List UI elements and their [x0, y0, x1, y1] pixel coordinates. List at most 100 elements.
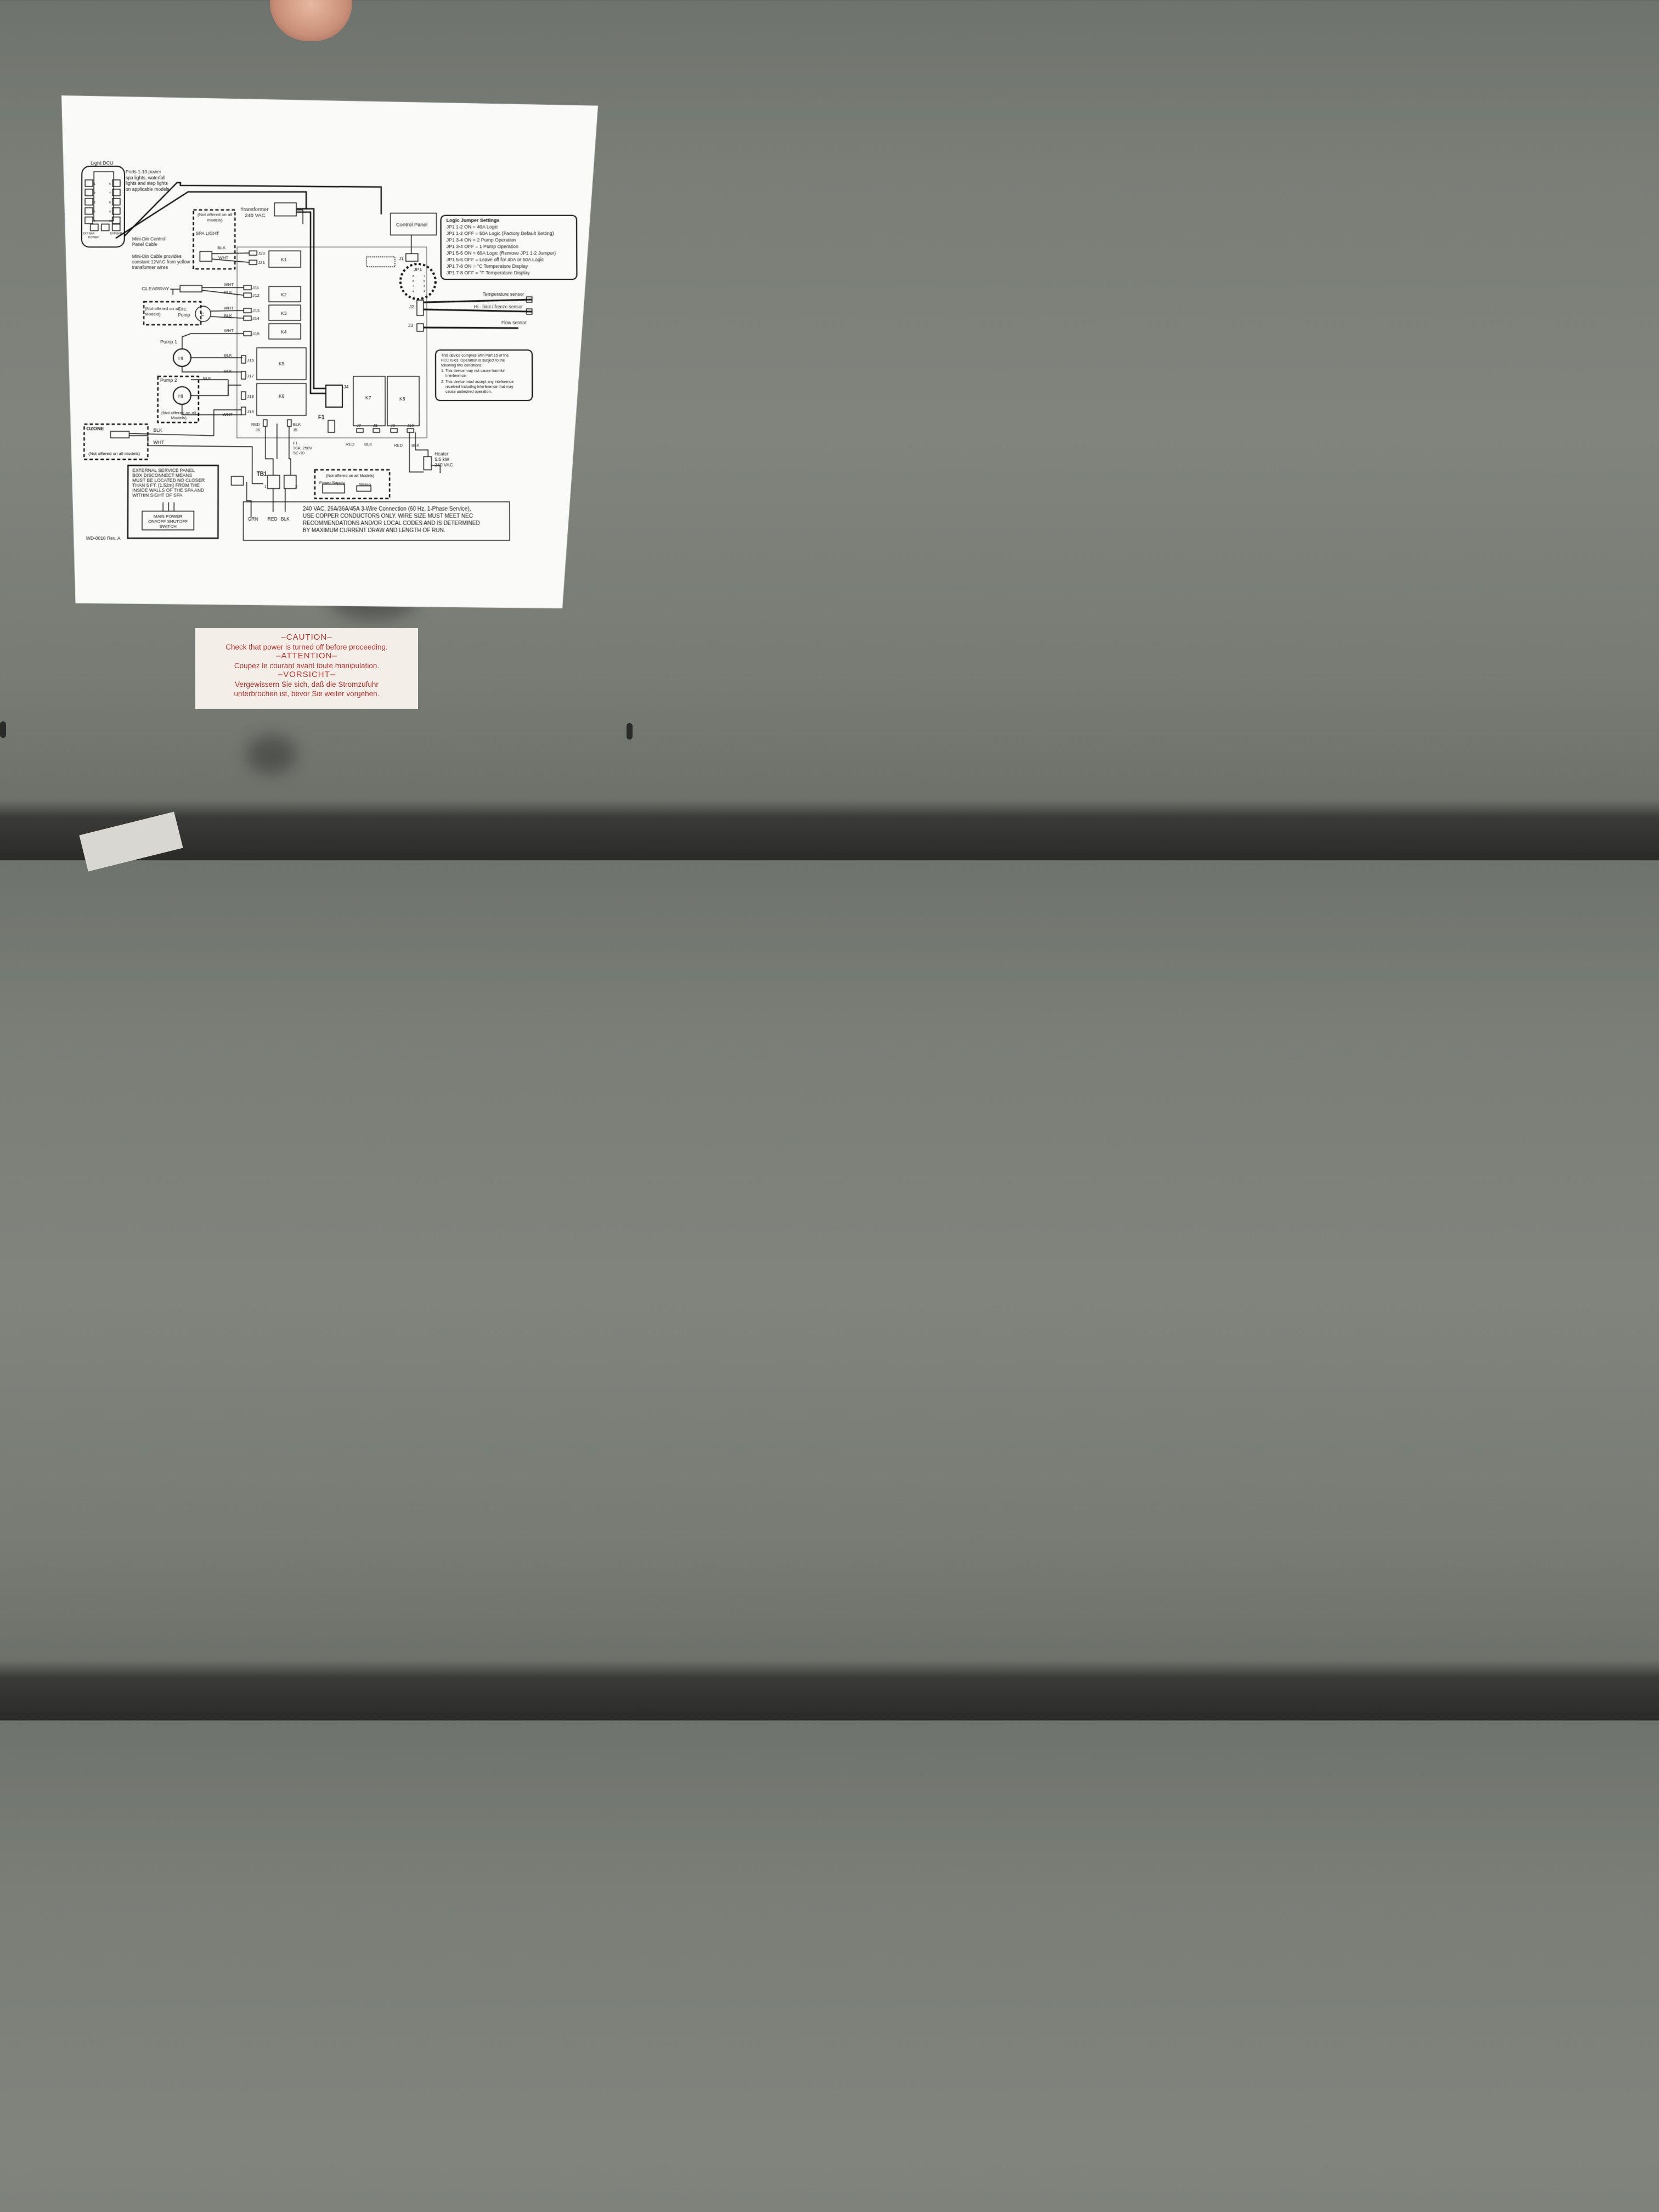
jack-label: J16 — [247, 358, 254, 363]
logic-jumper-title: Logic Jumper Settings — [447, 218, 500, 223]
jack-label: J12 — [252, 293, 259, 298]
jp1-pin: 3 — [424, 285, 426, 288]
j1-label: J1 — [399, 256, 404, 261]
jack-label: J20 — [258, 251, 265, 256]
j9-label: J9 — [391, 423, 395, 428]
power-port: POWER — [88, 236, 99, 239]
jack-label: J19 — [247, 409, 254, 414]
tb1-terminal: 1 — [264, 484, 267, 489]
jp1-pin: 5 — [424, 280, 426, 283]
wire-label: WHT — [224, 306, 234, 311]
rivet-left — [0, 721, 6, 738]
wiring-diagram: Light DCU Ports 1-10 power spa lights, w… — [59, 95, 600, 608]
service-panel-line: THAN 5 FT. (1.52m) FROM THE — [132, 482, 200, 488]
fcc-line: 2. This device must accept any inteferen… — [441, 380, 514, 384]
mini-din-power-note: Mini-Din Cable provides constant 12VAC f… — [132, 253, 190, 270]
jp1-pin: 4 — [413, 285, 415, 288]
fuse-rating: 30A, 250V — [293, 445, 312, 450]
wiring-diagram-label: Light DCU Ports 1-10 power spa lights, w… — [59, 95, 600, 608]
main-switch-label: MAIN POWER — [154, 514, 183, 519]
j3-label: J3 — [408, 323, 413, 328]
stereo-label: Stereo — [359, 482, 371, 487]
service-panel-line: INSIDE WALLS OF THE SPA AND — [132, 487, 204, 493]
wire-label: BLK — [224, 353, 233, 358]
service-panel-line: WITHIN SIGHT OF SPA — [132, 493, 183, 498]
wire-label: BLK — [217, 245, 226, 250]
wire-label: WHT — [224, 282, 234, 287]
relay-label: K7 — [365, 395, 371, 400]
clearray-label: CLEARRAY — [142, 286, 170, 292]
vorsicht-heading: –VORSICHT– — [278, 670, 336, 679]
relay-label: K8 — [399, 396, 405, 402]
logic-jumper-row: JP1 7-8 OFF = °F Temperature Display — [447, 270, 530, 275]
wire-label: BLK — [203, 376, 212, 381]
wire-label: WHT — [218, 255, 228, 260]
wire-label: WHT — [154, 439, 164, 445]
ozone-label: OZONE — [86, 426, 104, 431]
transformer-label: Transformer — [240, 207, 268, 213]
wire-label: BLK — [411, 443, 419, 448]
service-note-line: USE COPPER CONDUCTORS ONLY. WIRE SIZE MU… — [303, 514, 473, 520]
circ-pump-label: Circ. Pump — [178, 306, 190, 318]
logic-jumper-row: JP1 7-8 ON = °C Temperature Display — [447, 263, 528, 269]
wire-label: BLK — [224, 290, 233, 295]
dcu-ports — [85, 180, 120, 231]
fuse-rating: SC-30 — [293, 450, 304, 455]
fcc-line: received including interference that may — [445, 385, 514, 389]
caution-text: Check that power is turned off before pr… — [225, 643, 388, 651]
transformer-voltage: 240 VAC — [245, 213, 265, 219]
j10-label: J10 — [407, 423, 414, 428]
flow-sensor-label: Flow sensor — [501, 320, 527, 325]
circ-pump-symbol: C — [201, 312, 205, 317]
logic-jumper-row: JP1 3-4 OFF = 1 Pump Operation — [447, 244, 519, 249]
wire-label: BLK — [154, 427, 162, 433]
port-number: 10 — [109, 220, 112, 223]
fcc-line: interference. — [445, 374, 467, 378]
relay-label: K5 — [279, 361, 285, 366]
relay-label: K6 — [279, 393, 285, 399]
pump2-note: (Not offered on all Models) — [161, 410, 196, 421]
port-number: 6 — [109, 183, 111, 186]
logic-jumper-row: JP1 1-2 ON = 40A Logic — [447, 224, 499, 229]
fcc-line: cause undesired operation. — [445, 390, 492, 394]
hilimit-sensor-label: Hi - limit / freeze sensor — [474, 304, 523, 309]
relay-label: K3 — [281, 311, 287, 316]
main-switch-label: SWITCH — [159, 524, 177, 529]
port-number: 8 — [109, 201, 111, 205]
jack-label: J13 — [252, 308, 259, 313]
spa-light-note: (Not offered on all models) — [197, 212, 233, 223]
jack-label: J21 — [258, 260, 265, 265]
jp1-pin: 8 — [413, 275, 415, 278]
port-number: 9 — [109, 211, 111, 214]
jack-label: J11 — [252, 285, 259, 290]
logic-jumper-row: JP1 1-2 OFF = 50A Logic (Factory Default… — [447, 230, 554, 236]
port-number: 3 — [94, 201, 95, 205]
jack-label: J17 — [247, 374, 254, 379]
wire-label: RED — [346, 442, 354, 447]
wire-label: RED — [394, 443, 403, 448]
blk-wire: BLK — [281, 516, 290, 522]
jp1-pin: 6 — [413, 280, 415, 283]
main-switch-label: ON//OFF SHUTOFF — [148, 519, 188, 524]
fuse-rating: F1 — [293, 441, 298, 445]
vorsicht-text: Vergewissern Sie sich, daß die Stromzufu… — [235, 680, 379, 689]
thumb — [270, 0, 352, 41]
heater-power: 5.5 kW — [435, 456, 449, 462]
port-number: 2 — [94, 192, 95, 195]
fcc-line: This device complies with Part 15 of the — [441, 354, 509, 358]
vorsicht-text-2: unterbrochen ist, bevor Sie weiter vorge… — [234, 690, 380, 698]
tb1-terminal: 2 — [295, 484, 298, 489]
grime — [247, 735, 296, 774]
port-number: 1 — [94, 183, 95, 186]
grn-wire: GRN — [248, 516, 258, 522]
service-note-line: 240 VAC, 26A/36A/45A 3-Wire Connection (… — [303, 506, 471, 512]
attention-text: Coupez le courant avant toute manipulati… — [234, 662, 380, 670]
exp-bar-right: EXP BAR — [110, 232, 122, 235]
j6-color: RED — [251, 422, 260, 427]
j7-label: J7 — [357, 423, 361, 428]
wire-label: WHT — [223, 412, 233, 417]
jp1-pin: 7 — [424, 275, 426, 278]
dcu-title: Light DCU — [91, 160, 113, 166]
rating-plate — [79, 811, 183, 872]
power-supply-note: (Not offered on all Models) — [326, 473, 375, 478]
